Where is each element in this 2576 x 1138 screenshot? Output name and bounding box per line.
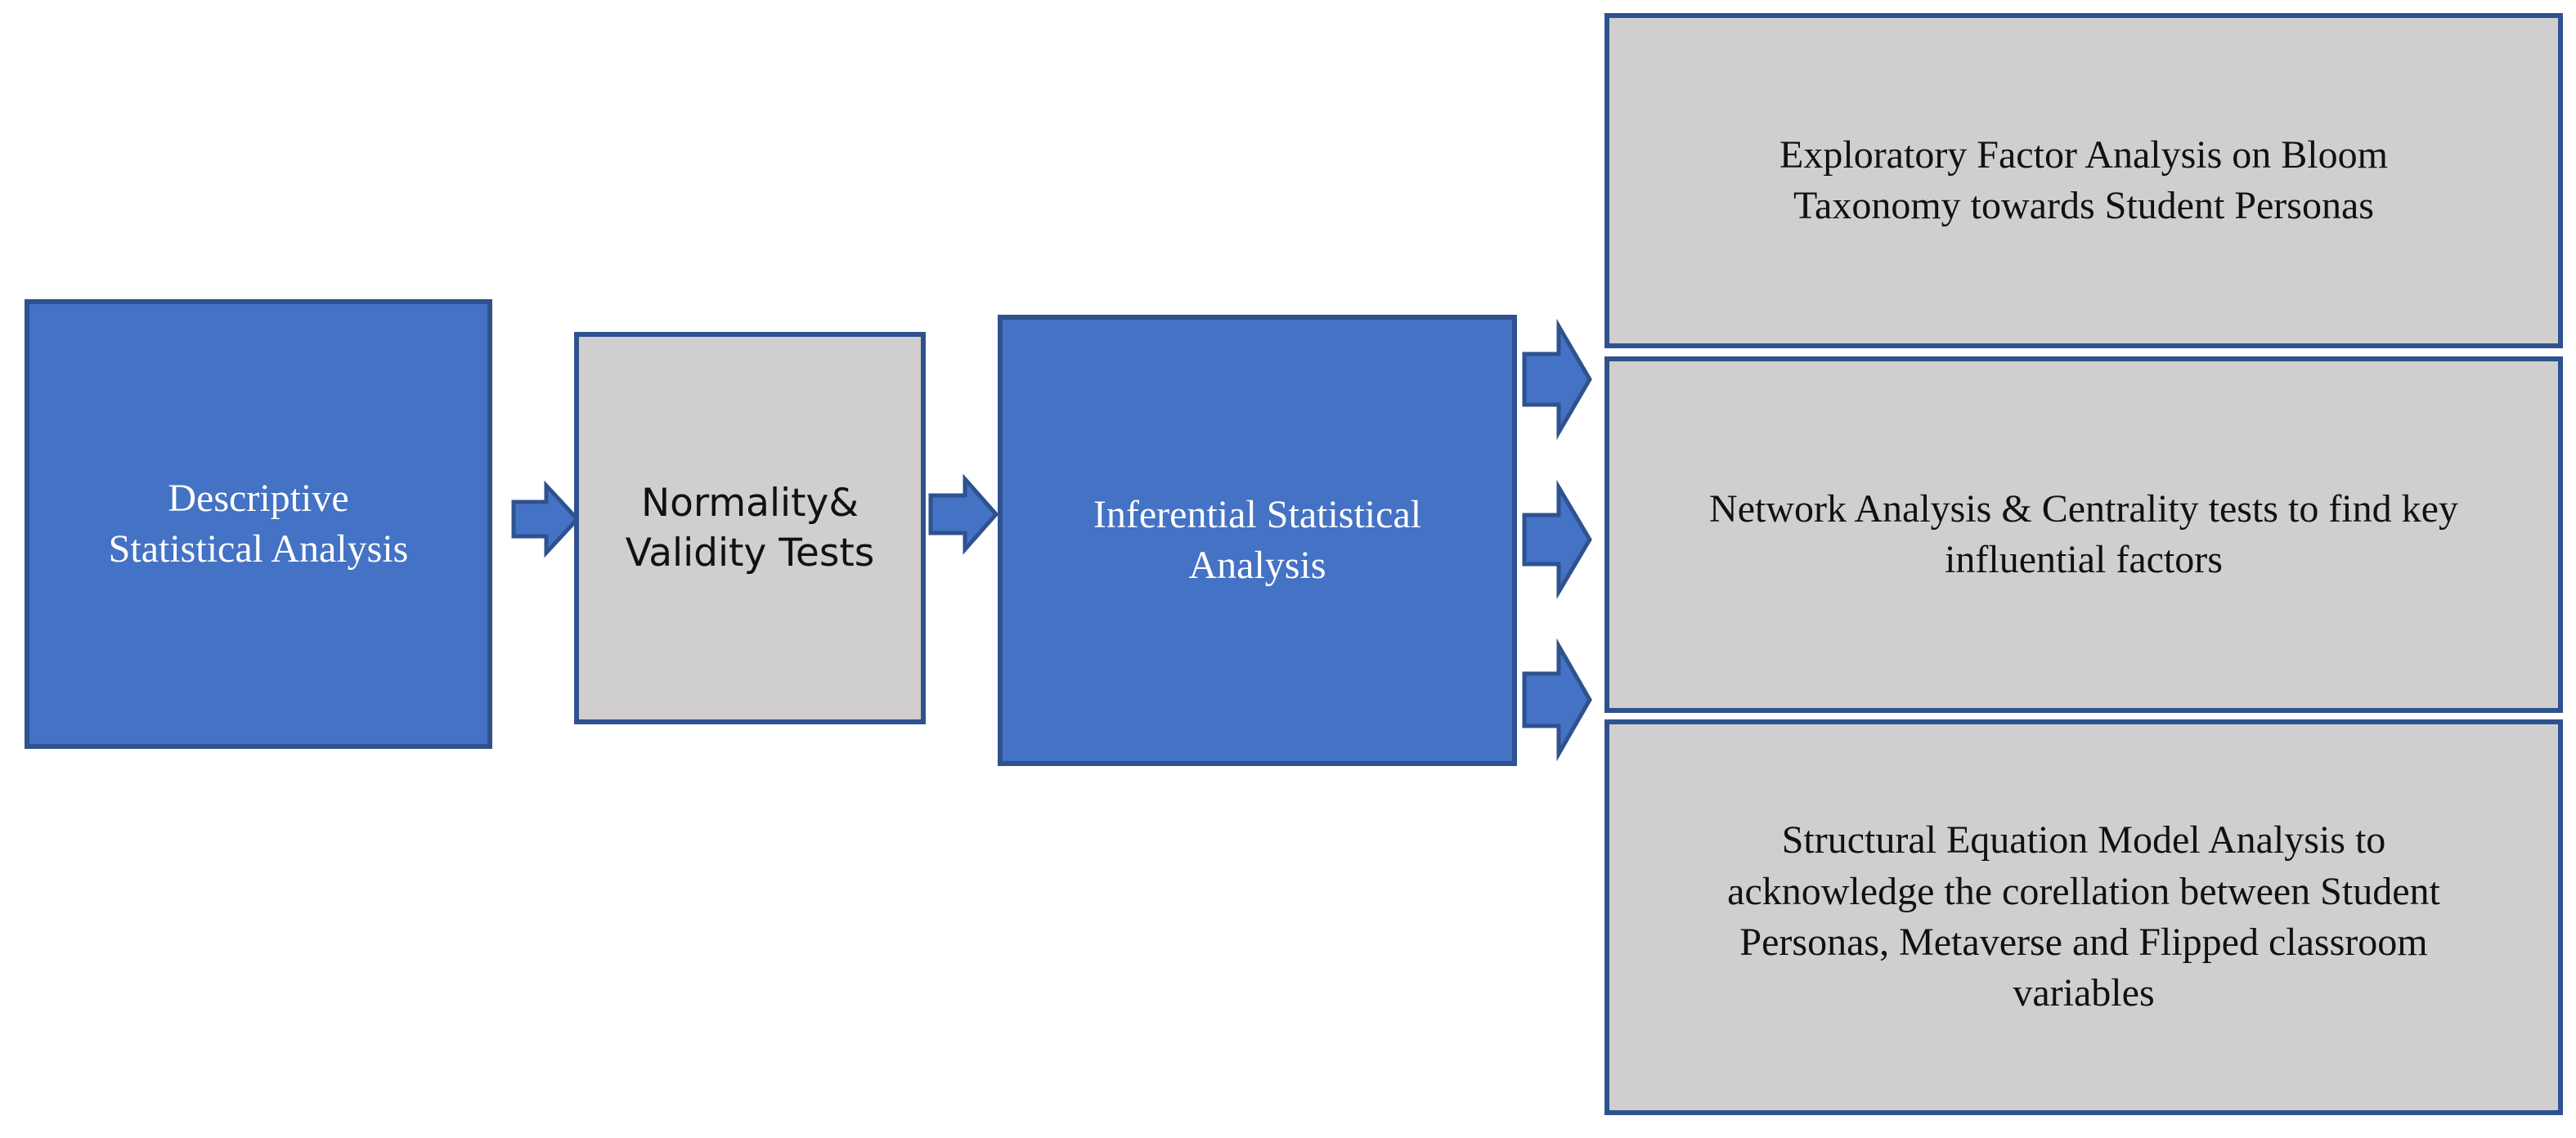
arrow-right-icon [1522,479,1592,600]
arrow-right-icon [511,480,581,558]
arrow-right-icon [928,473,999,555]
arrow-right-icon [1522,318,1592,441]
network-analysis-label: Network Analysis & Centrality tests to f… [1709,486,2458,581]
normality-validity-box: Normality&Validity Tests [574,332,926,724]
network-analysis-box: Network Analysis & Centrality tests to f… [1604,356,2563,713]
arrow-right-icon [1522,638,1592,762]
normality-validity-label: Normality&Validity Tests [625,480,875,576]
